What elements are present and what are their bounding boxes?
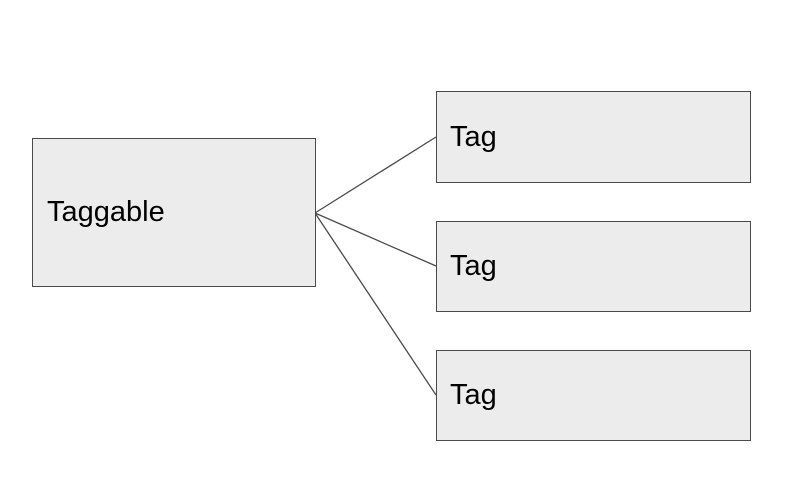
taggable-node-label: Taggable: [47, 196, 165, 228]
tag-node-3-label: Tag: [450, 379, 497, 411]
tag-node-2[interactable]: Tag: [436, 221, 751, 312]
connector-taggable-tag-3: [314, 212, 437, 396]
connector-taggable-tag-2: [314, 212, 437, 267]
tag-node-3[interactable]: Tag: [436, 350, 751, 441]
tag-node-1[interactable]: Tag: [436, 91, 751, 183]
tag-node-1-label: Tag: [450, 120, 497, 153]
tag-node-2-label: Tag: [450, 250, 497, 282]
connector-taggable-tag-1: [314, 136, 437, 214]
taggable-node[interactable]: Taggable: [32, 138, 316, 287]
